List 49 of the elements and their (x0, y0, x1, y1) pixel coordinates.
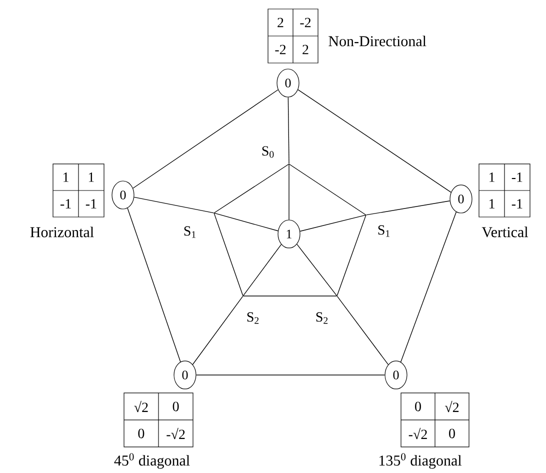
connector-line (214, 212, 244, 296)
matrix-value: 1 (490, 199, 494, 208)
mask-name: 45$^{0}$ diagonal (114, 453, 190, 469)
connector-line (127, 208, 181, 362)
matrix-value: 1 (64, 172, 68, 182)
connector-line (300, 214, 366, 232)
connector-line (296, 244, 338, 296)
connector-line (134, 196, 214, 214)
matrix-value: √2 (134, 400, 148, 412)
connector-line (366, 200, 450, 216)
matrix-value: -1 (86, 199, 96, 208)
matrix-value: 2 (302, 44, 308, 54)
matrix-value: -1 (512, 172, 522, 182)
matrix-value: -√2 (408, 428, 427, 440)
connector-line (242, 244, 282, 296)
matrix-value: -1 (512, 199, 522, 208)
matrix-value: -2 (300, 18, 311, 28)
state-label: S$_{2}$ (247, 312, 259, 324)
connector-line (196, 374, 386, 376)
state-label: S$_{0}$ (262, 146, 274, 158)
connector-line (336, 214, 366, 296)
mask-name: Non-Directional (328, 36, 426, 46)
mask-name: Vertical (482, 226, 528, 238)
matrix-value: 0 (172, 402, 179, 412)
matrix-value: -1 (60, 199, 71, 208)
matrix-value: -√2 (166, 428, 185, 440)
connector-line (288, 164, 290, 220)
matrix-value: 1 (88, 172, 94, 182)
mask-name: Horizontal (30, 226, 94, 238)
connector-line (298, 89, 452, 193)
matrix-value: 0 (138, 428, 144, 438)
matrix-value: √2 (445, 400, 459, 412)
connector-line (192, 296, 244, 365)
mask-name: 135$^{0}$ diagonal (380, 453, 462, 469)
connector-line (336, 296, 389, 365)
matrix-value: 2 (278, 18, 284, 28)
connector-line (214, 212, 278, 232)
connector-line (132, 89, 278, 189)
connector-line (214, 164, 290, 214)
matrix-value: -2 (275, 44, 286, 54)
state-label: S$_{1}$ (378, 225, 390, 237)
matrix-value: 0 (449, 428, 455, 438)
connector-line (400, 212, 457, 362)
state-label: S$_{1}$ (184, 226, 196, 238)
connector-line (288, 164, 366, 216)
state-label: S$_{2}$ (316, 312, 328, 324)
matrix-value: 1 (490, 172, 494, 182)
matrix-value: 0 (415, 402, 421, 412)
connector-line (288, 96, 290, 164)
